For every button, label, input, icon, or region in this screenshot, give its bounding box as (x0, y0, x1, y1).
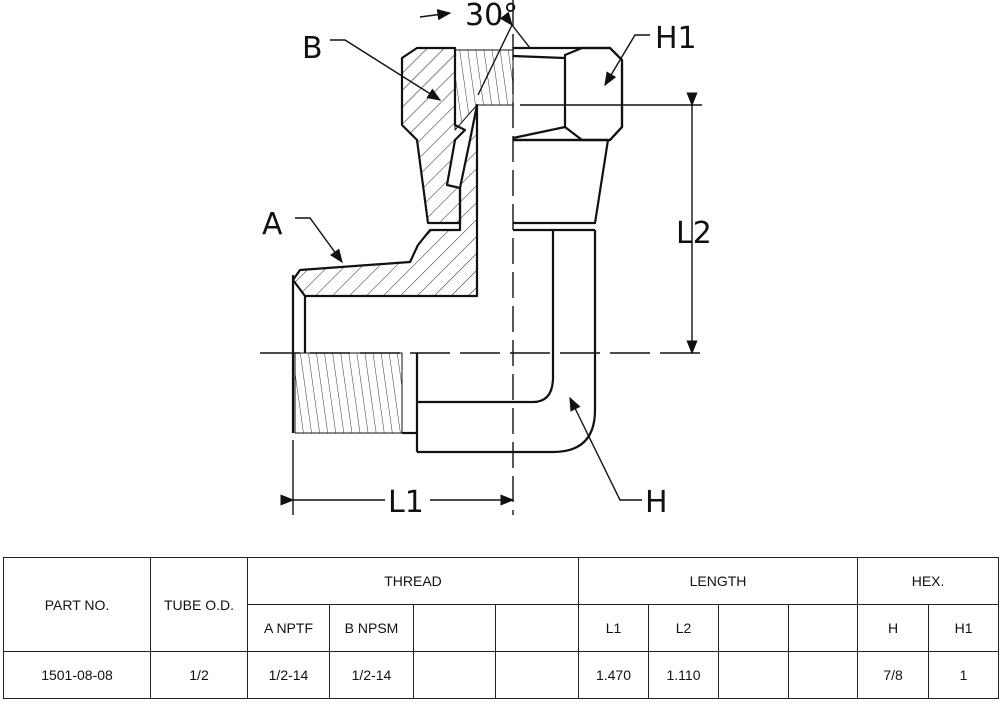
cell-h: 7/8 (857, 651, 930, 699)
label-l1: L1 (388, 485, 424, 520)
label-h: H (645, 485, 668, 520)
cell-b-npsm: 1/2-14 (329, 651, 414, 699)
elbow-outer (417, 230, 597, 454)
header-b-npsm: B NPSM (329, 604, 414, 652)
cell-empty (787, 651, 859, 699)
header-empty (413, 604, 496, 652)
header-l2: L2 (648, 604, 719, 652)
cell-empty (413, 651, 496, 699)
header-row-2: A NPTF B NPSM L1 L2 H H1 (4, 604, 1000, 652)
cell-h1: 1 (928, 651, 1000, 699)
header-empty (787, 604, 859, 652)
cell-l1: 1.470 (578, 651, 649, 699)
elbow-inner (417, 230, 555, 404)
header-thread: THREAD (247, 557, 579, 605)
cell-empty (718, 651, 789, 699)
taper-body (513, 138, 610, 225)
header-a-nptf: A NPTF (247, 604, 330, 652)
nut-outline (513, 46, 624, 142)
nut-thread (454, 49, 514, 131)
cell-a-nptf: 1/2-14 (247, 651, 330, 699)
header-h: H (857, 604, 930, 652)
header-hex: HEX. (857, 557, 1000, 605)
label-h1: H1 (655, 21, 697, 56)
header-length: LENGTH (577, 557, 859, 605)
fitting-drawing: 30° B A H1 L2 L1 H (260, 0, 712, 520)
cell-empty (495, 651, 579, 699)
header-empty (718, 604, 789, 652)
cell-l2: 1.110 (648, 651, 719, 699)
header-l1: L1 (578, 604, 649, 652)
label-angle: 30° (465, 0, 518, 33)
table-row: 1501-08-08 1/2 1/2-14 1/2-14 1.470 1.110… (3, 651, 1000, 699)
label-b: B (302, 31, 323, 66)
cell-tube-od: 1/2 (150, 651, 248, 699)
header-tube-od: TUBE O.D. (150, 557, 248, 652)
header-row-1: PART NO. TUBE O.D. THREAD LENGTH HEX. (3, 557, 1000, 652)
header-h1: H1 (928, 604, 1000, 652)
header-empty (495, 604, 579, 652)
cell-part-no: 1501-08-08 (3, 651, 151, 699)
body-section (291, 103, 479, 298)
header-part-no: PART NO. (3, 557, 151, 652)
pipe-thread (294, 352, 403, 434)
spec-table: PART NO. TUBE O.D. THREAD LENGTH HEX. A … (3, 557, 1000, 699)
label-l2: L2 (676, 216, 712, 251)
label-a: A (262, 207, 283, 242)
